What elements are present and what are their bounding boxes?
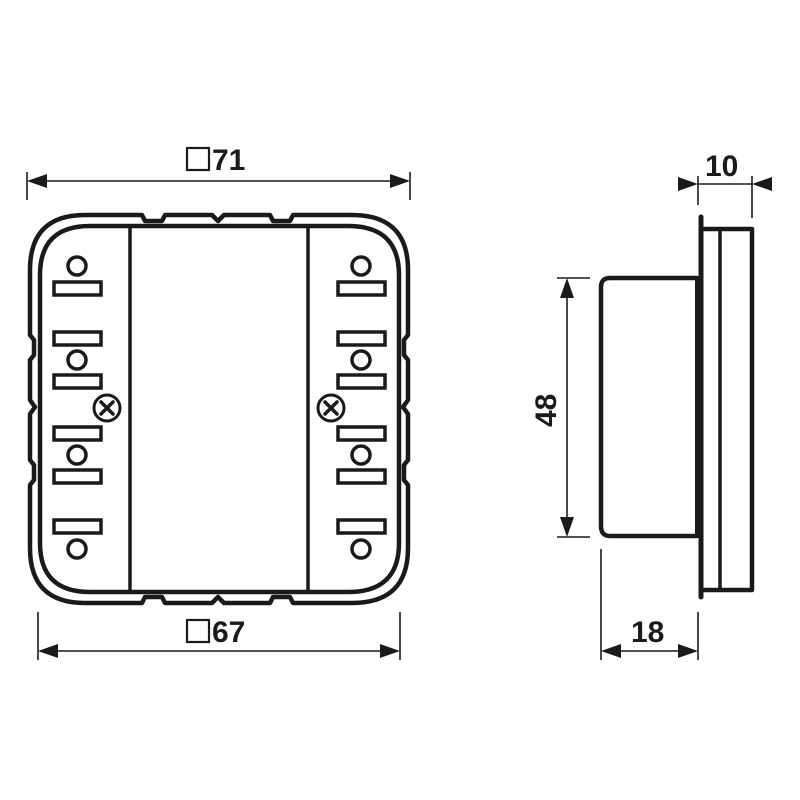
arrow-right-icon <box>380 644 400 658</box>
right-column <box>336 255 387 560</box>
arrow-left-icon <box>27 174 47 188</box>
insert-body <box>598 275 700 539</box>
arrow-up-icon <box>560 278 574 298</box>
label-slot <box>336 518 387 535</box>
side-view: 10 48 18 <box>530 150 772 660</box>
dimension-outer-width: 71 <box>26 144 411 200</box>
label-slot <box>336 373 387 390</box>
arrow-right-icon <box>390 174 410 188</box>
dimension-height: 48 <box>530 277 590 538</box>
label-slot <box>336 330 387 347</box>
dimension-label-18: 18 <box>631 616 664 649</box>
label-slot <box>52 425 103 442</box>
dimension-plate-thickness: 10 <box>678 150 772 218</box>
front-view: 71 <box>26 144 411 660</box>
led-indicator-icon <box>66 255 88 277</box>
screw-icon <box>316 393 346 423</box>
label-slot <box>336 468 387 485</box>
led-indicator-icon <box>66 538 88 560</box>
screw-icon <box>92 393 122 423</box>
square-symbol-icon <box>185 618 211 644</box>
label-slot <box>336 425 387 442</box>
label-slot <box>336 280 387 297</box>
label-slot <box>52 468 103 485</box>
arrow-left-icon <box>601 644 621 658</box>
led-indicator-icon <box>350 444 372 466</box>
left-column <box>52 255 103 560</box>
label-slot <box>52 330 103 347</box>
rocker-panel[interactable] <box>132 228 306 590</box>
arrow-right-icon <box>678 177 698 191</box>
led-indicator-icon <box>66 349 88 371</box>
outer-frame <box>27 212 411 606</box>
arrow-left-icon <box>752 177 772 191</box>
led-indicator-icon <box>350 349 372 371</box>
label-slot <box>52 518 103 535</box>
arrow-down-icon <box>560 517 574 537</box>
dimension-depth: 18 <box>600 549 699 660</box>
label-slot <box>52 280 103 297</box>
led-indicator-icon <box>66 444 88 466</box>
led-indicator-icon <box>350 538 372 560</box>
dimension-label-71: 71 <box>212 144 245 177</box>
cover-frame <box>700 226 755 593</box>
square-symbol-icon <box>185 146 211 172</box>
dimension-inner-width: 67 <box>37 612 401 660</box>
label-slot <box>52 373 103 390</box>
dimension-label-67: 67 <box>212 616 245 649</box>
dimension-label-48: 48 <box>530 394 563 427</box>
dimension-label-10: 10 <box>705 150 738 183</box>
arrow-left-icon <box>38 644 58 658</box>
arrow-right-icon <box>678 644 698 658</box>
led-indicator-icon <box>350 255 372 277</box>
